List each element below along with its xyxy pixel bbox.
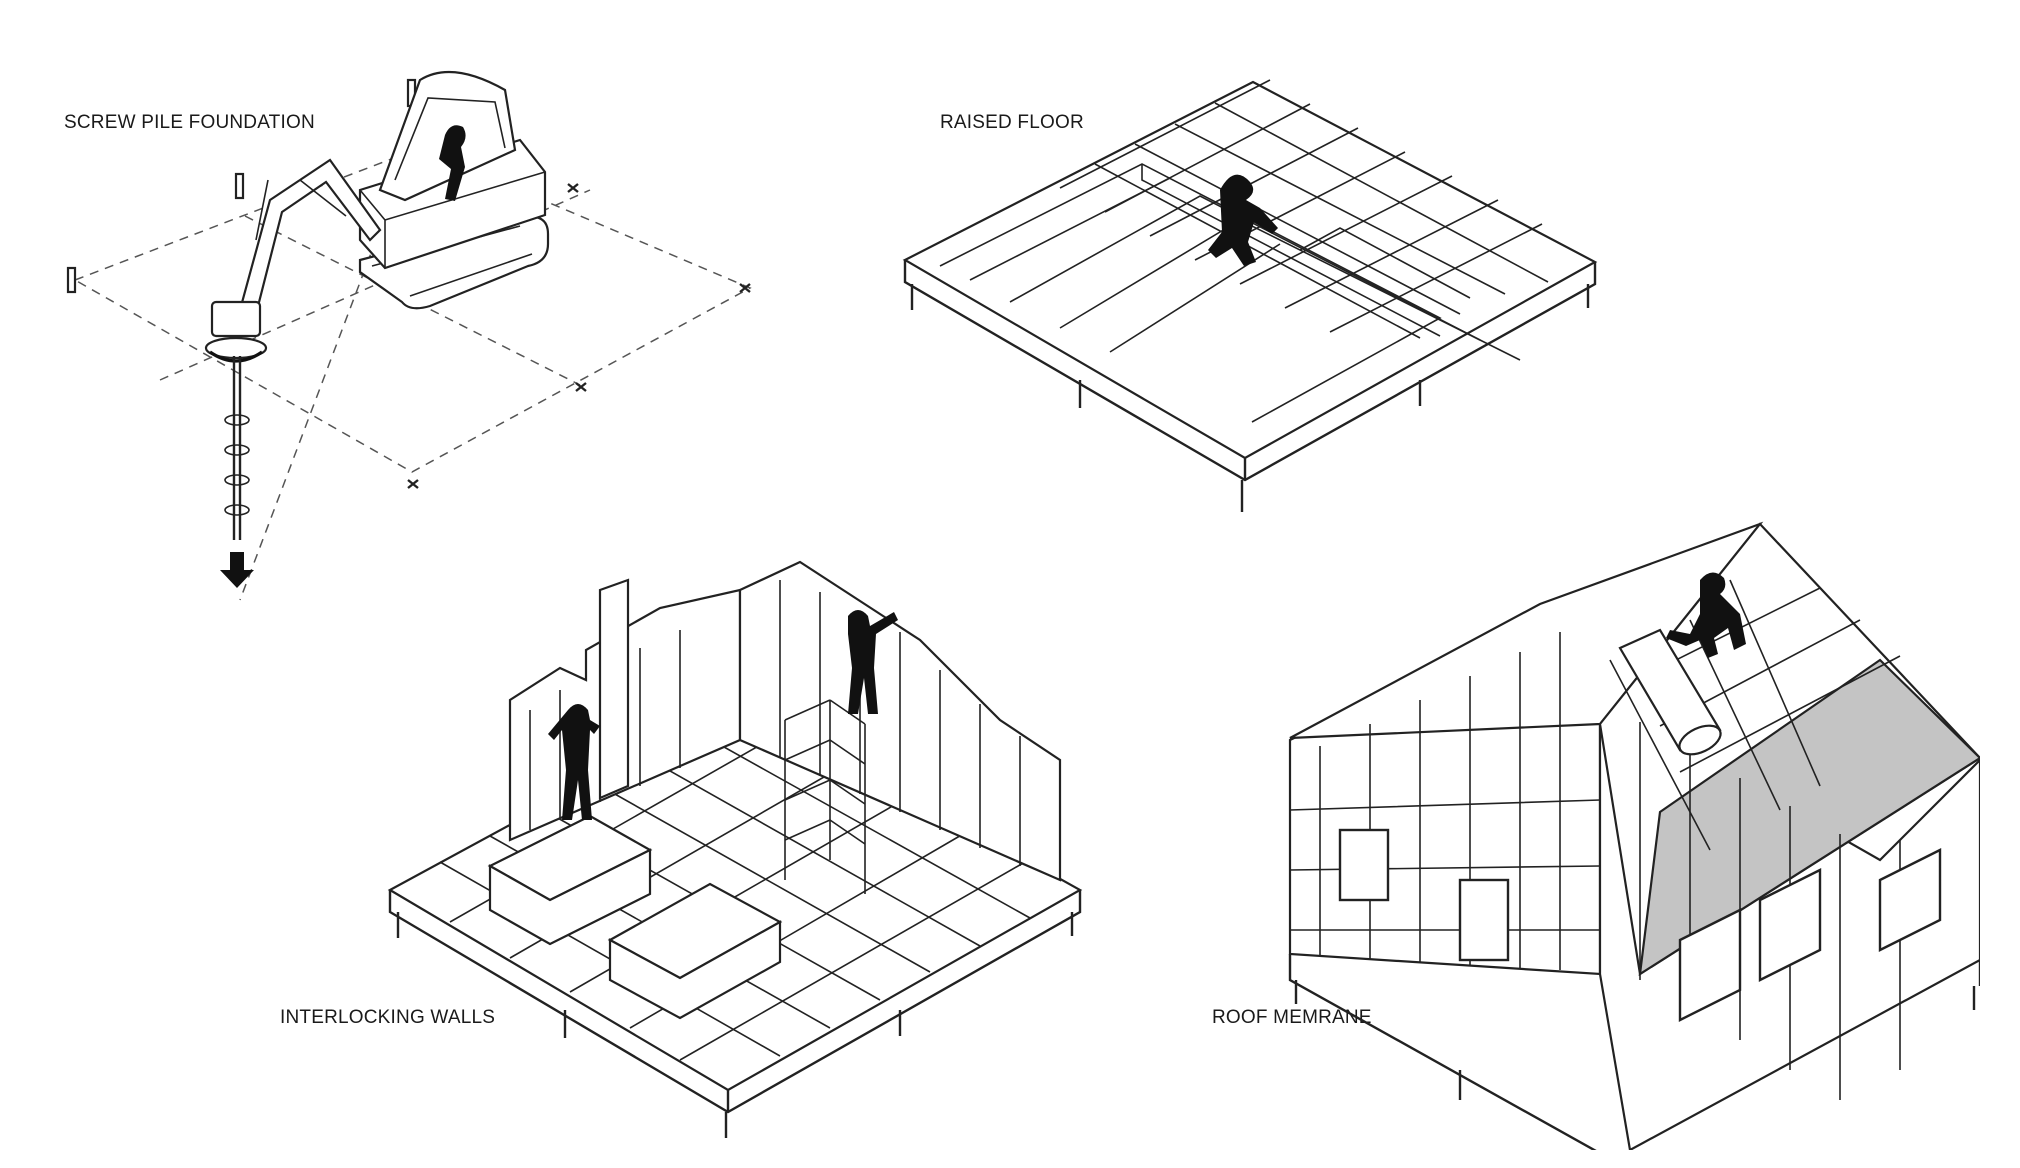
- arrow-down-icon: [220, 552, 254, 588]
- screw-pile-shaft: [225, 356, 249, 540]
- interlocking-walls-illustration: [360, 540, 1120, 1140]
- roof-membrane-illustration: [1260, 510, 1980, 1150]
- raised-floor-illustration: [880, 40, 1600, 520]
- excavator: [206, 72, 548, 361]
